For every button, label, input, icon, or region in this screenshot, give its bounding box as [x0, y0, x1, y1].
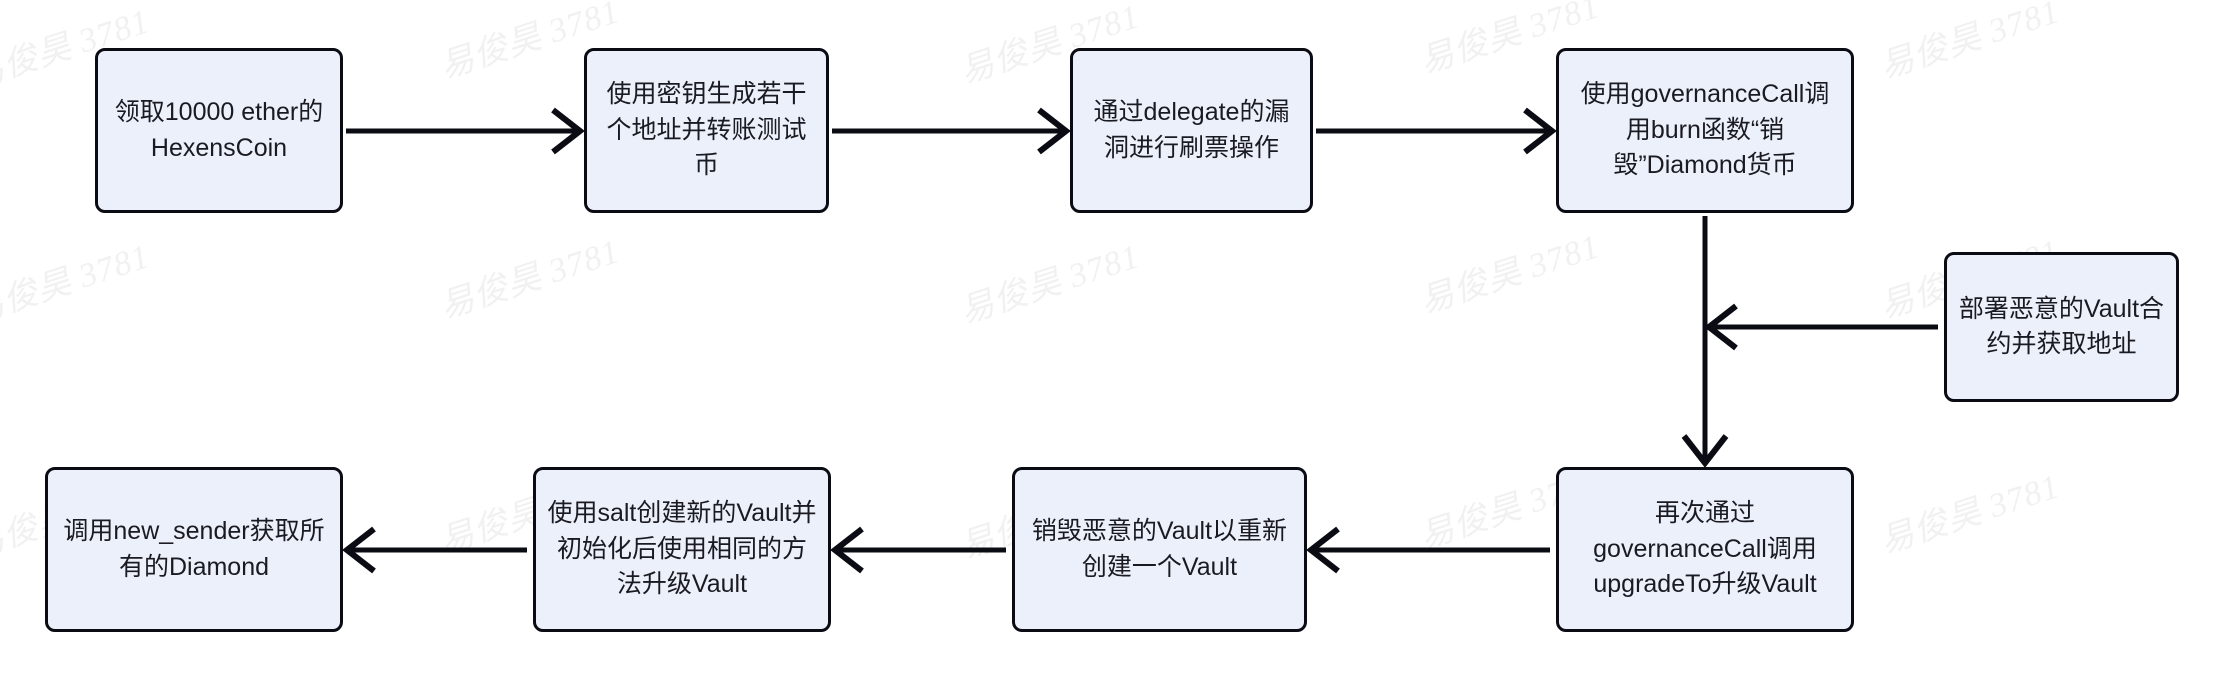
edge-n4-to-n6: [1681, 216, 1729, 468]
edge-n3-to-n4: [1316, 107, 1557, 155]
edge-n5-to-trunk: [1704, 303, 1938, 351]
watermark-text: 易俊昊 3781: [1875, 0, 2065, 86]
node-label: 再次通过governanceCall调用upgradeTo升级Vault: [1593, 499, 1817, 599]
node-governancecall-burn[interactable]: 使用governanceCall调用burn函数“销毁”Diamond货币: [1556, 48, 1854, 213]
node-label: 使用salt创建新的Vault并初始化后使用相同的方法升级Vault: [547, 499, 817, 599]
edge-n1-to-n2: [346, 107, 585, 155]
node-label: 调用new_sender获取所有的Diamond: [63, 517, 325, 581]
edge-n7-to-n8: [830, 526, 1006, 574]
watermark-text: 易俊昊 3781: [0, 238, 155, 331]
watermark-text: 易俊昊 3781: [435, 233, 625, 326]
edge-n6-to-n7: [1306, 526, 1550, 574]
node-label: 使用密钥生成若干个地址并转账测试币: [606, 80, 807, 180]
node-label: 部署恶意的Vault合约并获取地址: [1958, 294, 2165, 359]
node-label: 通过delegate的漏洞进行刷票操作: [1093, 98, 1290, 162]
watermark-text: 易俊昊 3781: [955, 238, 1145, 331]
node-governancecall-upgradeto[interactable]: 再次通过governanceCall调用upgradeTo升级Vault: [1556, 467, 1854, 632]
node-delegate-vote-exploit[interactable]: 通过delegate的漏洞进行刷票操作: [1070, 48, 1313, 213]
node-new-sender-take-diamond[interactable]: 调用new_sender获取所有的Diamond: [45, 467, 343, 632]
node-destroy-vault-recreate[interactable]: 销毁恶意的Vault以重新创建一个Vault: [1012, 467, 1307, 632]
edge-n8-to-n9: [342, 526, 527, 574]
node-label: 销毁恶意的Vault以重新创建一个Vault: [1031, 517, 1288, 581]
node-label: 使用governanceCall调用burn函数“销毁”Diamond货币: [1580, 80, 1830, 180]
node-generate-addresses[interactable]: 使用密钥生成若干个地址并转账测试币: [584, 48, 829, 213]
node-salt-create-upgrade-vault[interactable]: 使用salt创建新的Vault并初始化后使用相同的方法升级Vault: [533, 467, 831, 632]
watermark-text: 易俊昊 3781: [1875, 468, 2065, 561]
watermark-text: 易俊昊 3781: [1415, 228, 1605, 321]
node-label: 领取10000 ether的HexensCoin: [114, 98, 324, 162]
node-claim-hexenscoin[interactable]: 领取10000 ether的HexensCoin: [95, 48, 343, 213]
node-deploy-malicious-vault[interactable]: 部署恶意的Vault合约并获取地址: [1944, 252, 2179, 402]
edge-n2-to-n3: [832, 107, 1071, 155]
